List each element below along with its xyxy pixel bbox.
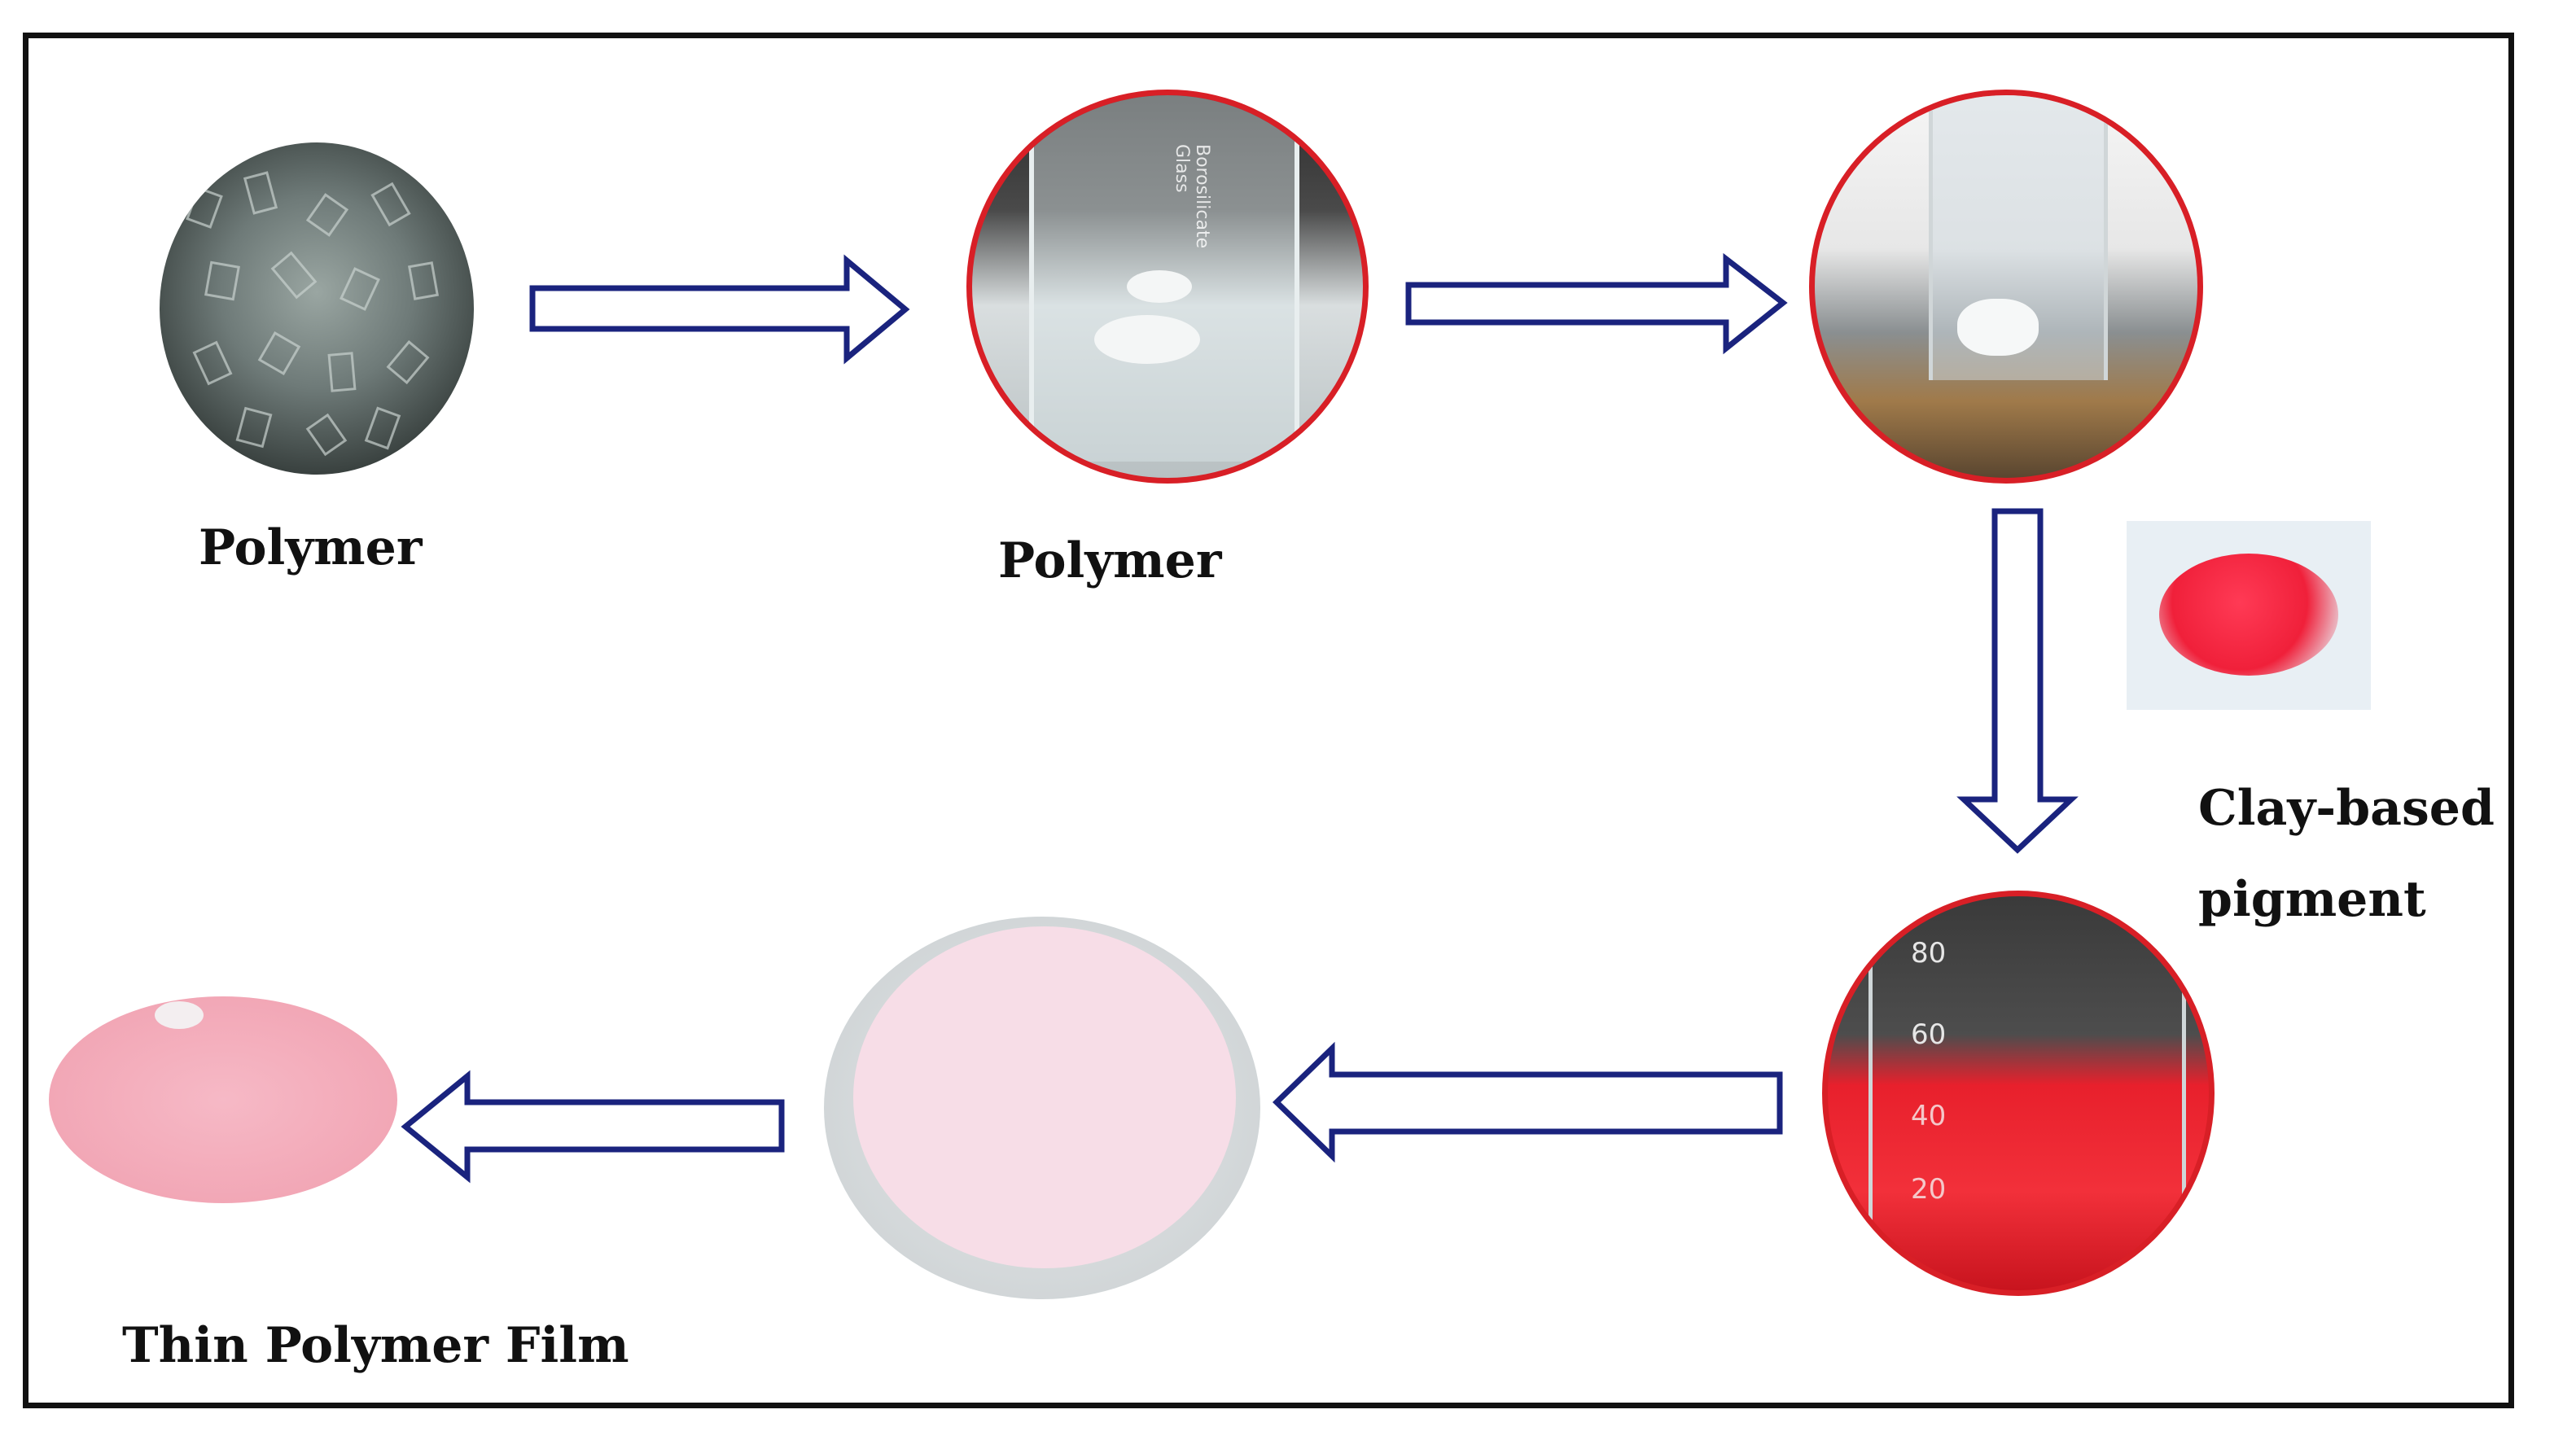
- pigment-powder: [2159, 554, 2338, 676]
- petri-dish-photo: [824, 917, 1260, 1299]
- stirred-solution-photo: [1809, 90, 2203, 484]
- scale-40: 40: [1911, 1100, 1947, 1132]
- pink-film-in-dish: [853, 926, 1236, 1268]
- arrow-right-2: [1405, 252, 1788, 355]
- scale-20: 20: [1911, 1173, 1947, 1206]
- pigment-label-line1: Clay-based: [2198, 780, 2495, 837]
- polymer-pellets-photo: [160, 142, 474, 475]
- arrow-down: [1956, 508, 2079, 854]
- pigment-solution-photo: 80 60 40 20: [1822, 891, 2215, 1296]
- dissolving-polymer-top: [1127, 270, 1192, 303]
- polymer-clump: [1957, 299, 2039, 356]
- arrow-right-1: [529, 254, 910, 365]
- polymer-pellets-label: Polymer: [199, 519, 423, 576]
- scale-80: 80: [1911, 937, 1947, 970]
- film-glare: [155, 1001, 204, 1029]
- thin-film-photo: [49, 996, 397, 1203]
- thin-film-label: Thin Polymer Film: [122, 1317, 629, 1374]
- arrow-left-1: [1272, 1041, 1783, 1163]
- pellets-texture: [186, 171, 439, 457]
- scale-60: 60: [1911, 1018, 1947, 1051]
- dissolving-polymer: [1094, 315, 1200, 364]
- beaker-glass-3: [1868, 904, 2186, 1290]
- arrow-left-2: [401, 1070, 785, 1184]
- polymer-solution-label: Polymer: [998, 532, 1222, 589]
- pigment-label-line2: pigment: [2198, 871, 2426, 928]
- polymer-solution-photo: Borosilicate Glass: [966, 90, 1369, 484]
- clay-pigment-photo: [2127, 521, 2371, 710]
